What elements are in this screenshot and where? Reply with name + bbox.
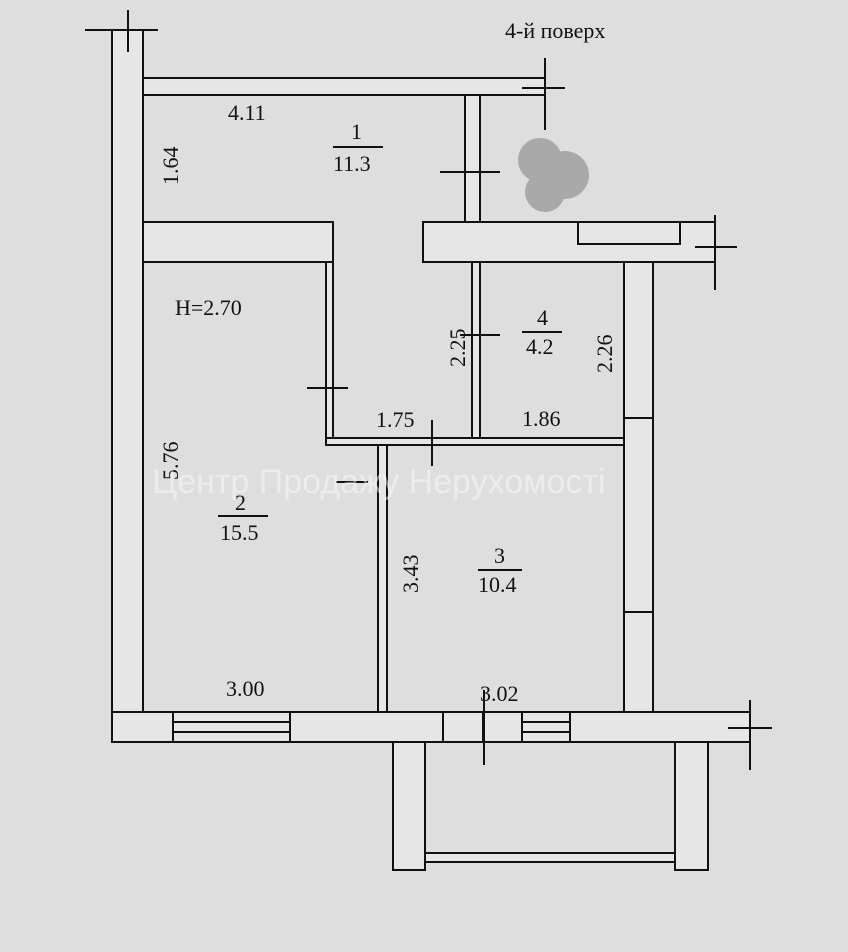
windows [172,711,571,743]
ceiling-height: H=2.70 [175,295,242,320]
dim-room1-depth: 1.64 [158,147,183,186]
room1-area: 11.3 [333,151,371,176]
room3-number: 3 [494,543,505,568]
dim-room2-depth: 5.76 [158,442,183,481]
axis-marks [85,10,772,770]
room3-area: 10.4 [478,572,517,597]
dim-room4-depth: 2.26 [592,335,617,374]
room2-area: 15.5 [220,520,259,545]
room4-area: 4.2 [526,334,554,359]
blurred-mark [518,138,589,212]
room1-number: 1 [351,119,362,144]
dim-room2-width: 3.00 [226,676,265,701]
dim-room3-width: 3.02 [480,681,519,706]
room2-number: 2 [235,490,246,515]
dim-room1-width: 4.11 [228,100,266,125]
room4-number: 4 [537,305,548,330]
dim-room3-depth: 3.43 [398,555,423,594]
watermark: Центр Продажу Нерухомості [152,463,606,501]
dim-room4-width: 1.86 [522,406,561,431]
floor-label: 4-й поверх [505,18,605,43]
dim-corridor-width: 1.75 [376,407,415,432]
dim-corridor-depth: 2.25 [445,329,470,368]
